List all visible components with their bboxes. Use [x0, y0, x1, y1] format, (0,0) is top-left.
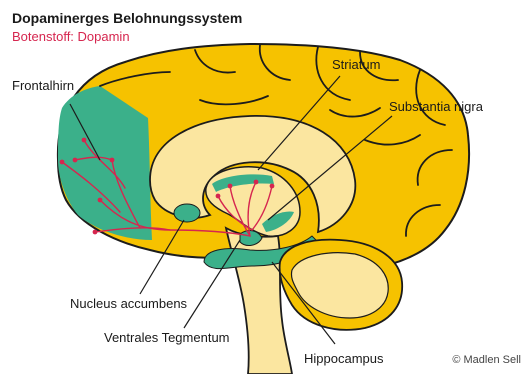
label-ventrales-tegmentum: Ventrales Tegmentum: [104, 330, 230, 345]
label-frontalhirn: Frontalhirn: [12, 78, 74, 93]
label-nucleus-accumbens: Nucleus accumbens: [70, 296, 187, 311]
nucleus-accumbens-shape: [174, 204, 200, 222]
label-substantia-nigra: Substantia nigra: [389, 99, 483, 114]
label-hippocampus: Hippocampus: [304, 351, 384, 366]
diagram-subtitle: Botenstoff: Dopamin: [12, 29, 130, 44]
diagram-title: Dopaminerges Belohnungssystem: [12, 10, 242, 26]
label-striatum: Striatum: [332, 57, 380, 72]
copyright-notice: © Madlen Sell: [452, 354, 521, 366]
